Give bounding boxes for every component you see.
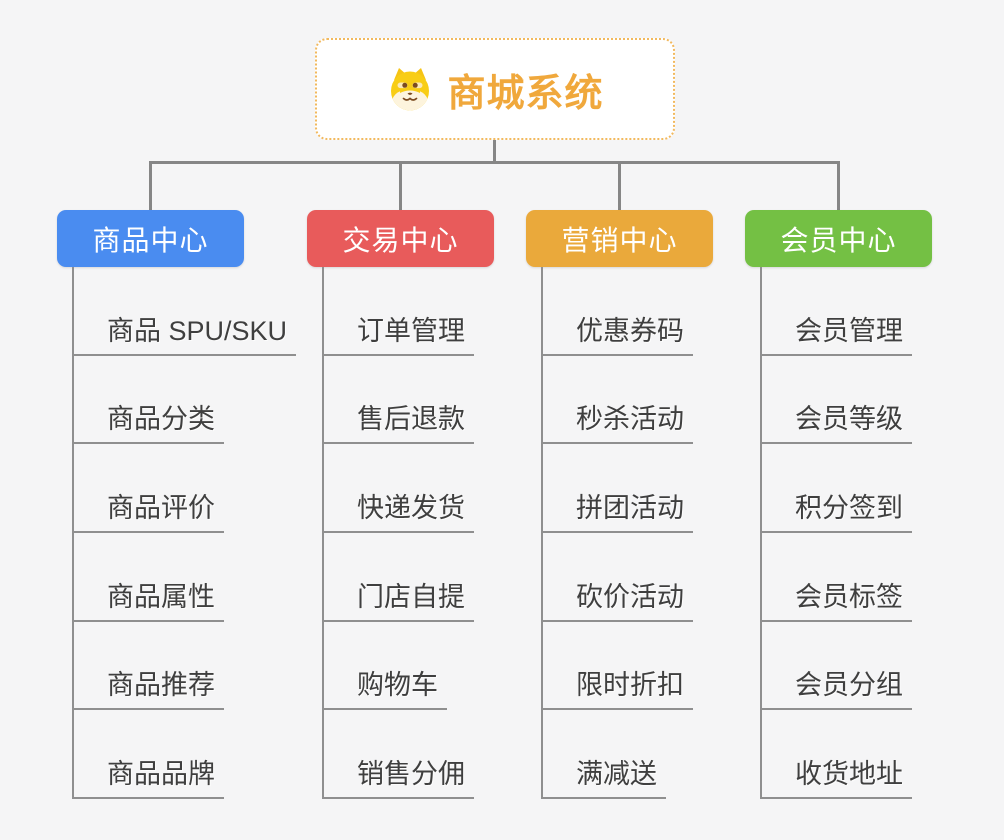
leaf-label: 销售分佣 <box>357 759 465 790</box>
leaf-node[interactable]: 商品品牌 <box>74 710 224 800</box>
leaf-label: 商品分类 <box>107 404 215 435</box>
connector-drop <box>837 163 840 210</box>
leaf-node[interactable]: 砍价活动 <box>543 533 693 622</box>
leaf-label: 商品推荐 <box>107 670 215 701</box>
leaf-label: 订单管理 <box>357 315 465 346</box>
leaf-label: 商品品牌 <box>107 759 215 790</box>
leaf-label: 限时折扣 <box>576 670 684 701</box>
leaf-node[interactable]: 商品推荐 <box>74 622 224 711</box>
branch-node-trade-center[interactable]: 交易中心 <box>307 210 494 267</box>
branch-member-center: 会员中心 会员管理会员等级积分签到会员标签会员分组收货地址 <box>745 210 932 800</box>
branch-label: 商品中心 <box>92 224 209 256</box>
leaf-label: 优惠券码 <box>576 315 684 346</box>
leaf-node[interactable]: 商品评价 <box>74 444 224 534</box>
connector-drop <box>618 163 621 210</box>
leaf-node[interactable]: 限时折扣 <box>543 622 693 711</box>
leaf-label: 会员分组 <box>795 670 903 701</box>
dog-face-icon <box>391 68 430 111</box>
connector-drop <box>399 163 402 210</box>
leaf-label: 积分签到 <box>795 493 903 524</box>
root-title: 商城系统 <box>447 72 604 115</box>
root-node-mall-system[interactable]: 商城系统 <box>315 38 675 140</box>
leaf-node[interactable]: 满减送 <box>543 710 666 800</box>
leaf-label: 商品 SPU/SKU <box>107 315 288 346</box>
leaf-label: 砍价活动 <box>576 581 684 612</box>
leaf-node[interactable]: 收货地址 <box>762 710 912 800</box>
connector-root-stub <box>493 139 496 163</box>
leaf-node[interactable]: 门店自提 <box>324 533 474 622</box>
branch-trade-center: 交易中心 订单管理售后退款快递发货门店自提购物车销售分佣 <box>307 210 494 800</box>
leaf-label: 秒杀活动 <box>576 404 684 435</box>
leaf-node[interactable]: 秒杀活动 <box>543 356 693 445</box>
branch-label: 营销中心 <box>561 224 678 256</box>
branch-node-member-center[interactable]: 会员中心 <box>745 210 932 267</box>
branch-items: 优惠券码秒杀活动拼团活动砍价活动限时折扣满减送 <box>541 267 693 800</box>
leaf-node[interactable]: 商品属性 <box>74 533 224 622</box>
leaf-node[interactable]: 积分签到 <box>762 444 912 534</box>
leaf-label: 会员标签 <box>795 581 903 612</box>
leaf-node[interactable]: 会员分组 <box>762 622 912 711</box>
leaf-node[interactable]: 快递发货 <box>324 444 474 534</box>
leaf-label: 拼团活动 <box>576 493 684 524</box>
leaf-node[interactable]: 会员管理 <box>762 267 912 356</box>
branch-marketing-center: 营销中心 优惠券码秒杀活动拼团活动砍价活动限时折扣满减送 <box>526 210 713 800</box>
branch-label: 交易中心 <box>342 224 459 256</box>
leaf-label: 商品属性 <box>107 581 215 612</box>
leaf-node[interactable]: 拼团活动 <box>543 444 693 534</box>
leaf-label: 门店自提 <box>357 581 465 612</box>
leaf-node[interactable]: 商品 SPU/SKU <box>74 267 297 356</box>
leaf-node[interactable]: 会员标签 <box>762 533 912 622</box>
connector-horizontal-bar <box>149 161 840 164</box>
branch-product-center: 商品中心 商品 SPU/SKU 商品分类商品评价商品属性商品推荐商品品牌 <box>57 210 297 800</box>
leaf-label: 会员管理 <box>795 315 903 346</box>
leaf-node[interactable]: 售后退款 <box>324 356 474 445</box>
branch-label: 会员中心 <box>780 224 897 256</box>
leaf-label: 会员等级 <box>795 404 903 435</box>
leaf-node[interactable]: 会员等级 <box>762 356 912 445</box>
leaf-label: 快递发货 <box>357 493 465 524</box>
leaf-node[interactable]: 优惠券码 <box>543 267 693 356</box>
leaf-label: 满减送 <box>576 759 657 790</box>
leaf-label: 商品评价 <box>107 493 215 524</box>
leaf-label: 收货地址 <box>795 759 903 790</box>
leaf-node[interactable]: 销售分佣 <box>324 710 474 800</box>
connector-drop <box>149 163 152 210</box>
branch-node-product-center[interactable]: 商品中心 <box>57 210 244 267</box>
leaf-node[interactable]: 订单管理 <box>324 267 474 356</box>
branch-items: 订单管理售后退款快递发货门店自提购物车销售分佣 <box>322 267 474 800</box>
leaf-node[interactable]: 商品分类 <box>74 356 224 445</box>
branch-items: 商品 SPU/SKU 商品分类商品评价商品属性商品推荐商品品牌 <box>72 267 297 800</box>
leaf-node[interactable]: 购物车 <box>324 622 447 711</box>
branch-items: 会员管理会员等级积分签到会员标签会员分组收货地址 <box>760 267 912 800</box>
leaf-label: 售后退款 <box>357 404 465 435</box>
leaf-label: 购物车 <box>357 670 438 701</box>
branch-node-marketing-center[interactable]: 营销中心 <box>526 210 713 267</box>
